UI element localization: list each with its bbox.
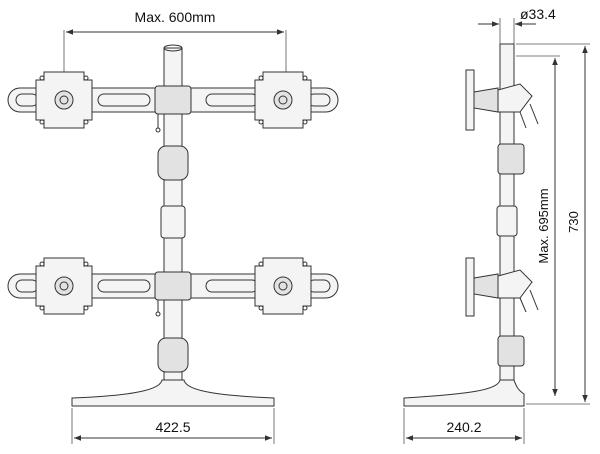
dim-pole-diameter-label: ø33.4: [520, 6, 556, 22]
side-lower-plate: [465, 257, 475, 317]
side-base: [403, 379, 525, 407]
front-view: Max. 600mm: [7, 9, 339, 444]
side-pole-joint: [496, 205, 518, 237]
front-lower-arm: [7, 257, 339, 317]
front-pole-joint: [160, 205, 186, 239]
front-base: [71, 379, 275, 407]
side-lower-mount: [465, 257, 539, 317]
side-cable-clip-lower: [497, 335, 525, 367]
dim-total-height-label: 730: [566, 211, 581, 233]
side-upper-mount: [465, 69, 539, 131]
front-cable-clip-lower: [157, 337, 189, 373]
side-upper-plate: [465, 69, 475, 131]
dim-max-height-label: Max. 695mm: [536, 188, 551, 263]
dim-max-width-label: Max. 600mm: [135, 9, 216, 25]
front-cable-clip-upper: [157, 145, 189, 181]
dim-base-width-label: 422.5: [155, 419, 190, 435]
side-cable-clip-upper: [497, 143, 525, 175]
front-pole-cap: [163, 44, 183, 52]
side-view: ø33.4 Max. 695mm: [403, 6, 590, 444]
dim-side-depth-label: 240.2: [446, 419, 481, 435]
front-upper-arm: [7, 71, 339, 133]
